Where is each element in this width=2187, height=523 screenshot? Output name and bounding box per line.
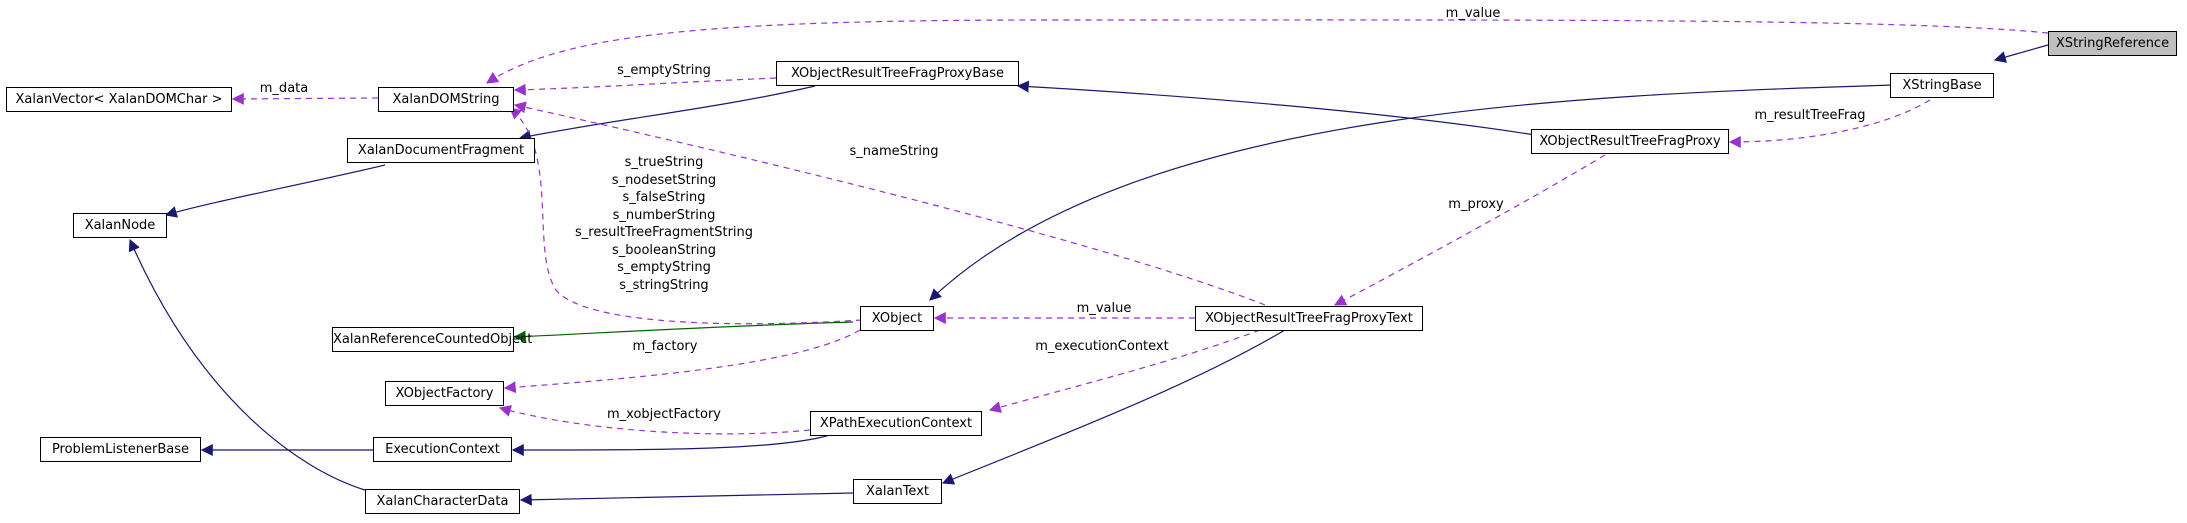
node-xobjectresulttreefragproxy[interactable]: XObjectResultTreeFragProxy	[1531, 129, 1729, 154]
edge-xalantext-to-characterdata	[519, 492, 854, 506]
label-m-value-mid: m_value	[1076, 301, 1132, 316]
edge-xalandomstring-m-data	[231, 92, 379, 105]
edge-proxytext-to-xalantext	[941, 329, 1286, 485]
label-s-emptystring: s_emptyString	[617, 63, 711, 78]
label-s-booleanstring: s_booleanString	[611, 242, 717, 258]
node-xalancharacterdata[interactable]: XalanCharacterData	[365, 489, 520, 514]
label-m-xobjectfactory: m_xobjectFactory	[606, 407, 722, 422]
label-s-resulttreefragmentstring: s_resultTreeFragmentString	[574, 225, 754, 240]
label-m-resulttreefrag: m_resultTreeFrag	[1754, 108, 1866, 123]
edge-characterdata-to-xalannode	[128, 238, 366, 491]
label-xobject-strings: s_trueString s_nodesetString s_falseStri…	[575, 154, 753, 294]
label-s-namestring: s_nameString	[849, 144, 939, 159]
node-xalandocumentfragment[interactable]: XalanDocumentFragment	[347, 138, 535, 163]
label-s-nodesetstring: s_nodesetString	[611, 172, 717, 188]
edge-xobject-strings	[509, 107, 863, 325]
edge-xpathexecutioncontext-m-xobjectfactory	[498, 405, 811, 435]
node-xalantext[interactable]: XalanText	[853, 479, 942, 504]
edge-xstringreference-to-xstringbase	[1993, 44, 2049, 63]
edge-proxytext-s-namestring	[513, 101, 1266, 306]
edge-xobject-m-factory	[503, 329, 861, 394]
label-m-proxy: m_proxy	[1448, 197, 1504, 212]
label-m-value-top: m_value	[1445, 6, 1501, 21]
label-s-falsestring: s_falseString	[622, 190, 706, 205]
node-xalanvector[interactable]: XalanVector< XalanDOMChar >	[6, 87, 232, 112]
edge-documentfragment-to-xalannode	[164, 164, 386, 218]
node-xobjectresulttreefragproxybase[interactable]: XObjectResultTreeFragProxyBase	[776, 61, 1019, 86]
label-m-data: m_data	[259, 81, 309, 96]
edge-xpathexecutioncontext-to-executioncontext	[511, 434, 831, 456]
node-xalannode[interactable]: XalanNode	[73, 213, 167, 238]
node-xalanreferencecountedobject[interactable]: XalanReferenceCountedObject	[332, 327, 532, 352]
node-xobjectfactory[interactable]: XObjectFactory	[385, 381, 504, 406]
node-xobjectresulttreefragproxytext[interactable]: XObjectResultTreeFragProxyText	[1195, 306, 1423, 331]
edge-proxytext-m-executioncontext	[988, 329, 1261, 413]
node-xobject[interactable]: XObject	[860, 306, 934, 331]
edge-proxybase-s-emptystring	[513, 77, 777, 96]
node-xstringbase[interactable]: XStringBase	[1890, 73, 1994, 98]
edge-proxy-m-proxy	[1333, 154, 1606, 306]
node-xstringreference[interactable]: XStringReference	[2048, 31, 2177, 56]
edge-proxybase-to-documentfragment	[518, 85, 816, 142]
edge-xobject-to-refcountedobject	[513, 321, 854, 343]
edge-xstringbase-m-resulttreefrag	[1728, 99, 1931, 148]
node-xalandomstring[interactable]: XalanDOMString	[378, 87, 514, 112]
node-problemlistenerbase[interactable]: ProblemListenerBase	[40, 437, 201, 462]
node-xpathexecutioncontext[interactable]: XPathExecutionContext	[810, 411, 982, 436]
edge-proxy-to-proxybase	[1016, 80, 1536, 136]
label-s-emptystring-2: s_emptyString	[617, 260, 711, 275]
edge-xstringbase-to-xobject	[929, 84, 1896, 301]
label-s-numberstring: s_numberString	[612, 207, 716, 223]
label-s-stringstring: s_stringString	[619, 277, 709, 293]
edge-xstringreference-m-value	[485, 19, 2049, 84]
label-m-executioncontext: m_executionContext	[1035, 339, 1169, 354]
label-m-factory: m_factory	[632, 339, 698, 354]
label-s-truestring: s_trueString	[624, 155, 704, 170]
node-executioncontext[interactable]: ExecutionContext	[373, 437, 512, 462]
